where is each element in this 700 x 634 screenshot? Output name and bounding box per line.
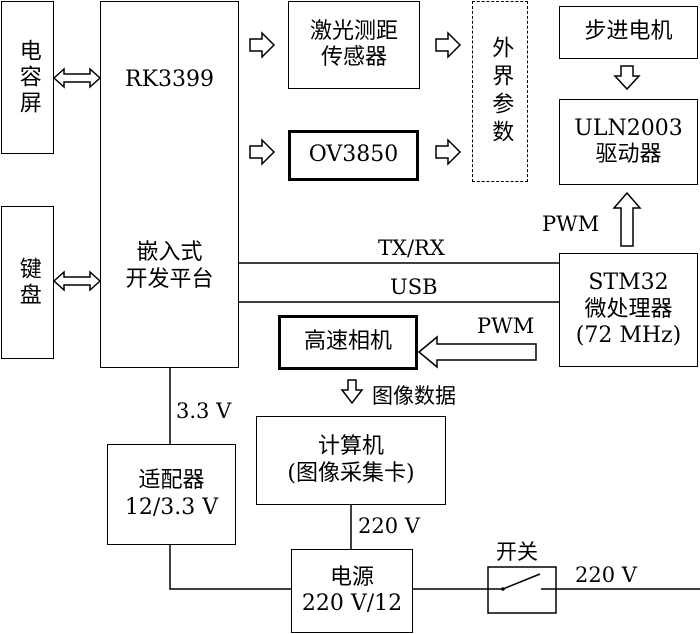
computer-line1: 计算机 — [317, 434, 384, 460]
touchscreen-label: 电容屏 — [15, 38, 41, 117]
voltage-3v3-label: 3.3 V — [176, 399, 232, 423]
switch-box — [487, 566, 557, 614]
computer-line2: (图像采集卡) — [287, 460, 415, 486]
laser-line2: 传感器 — [320, 45, 387, 70]
stm32-block: STM32 微处理器 (72 MHz) — [559, 253, 698, 367]
touchscreen-block: 电容屏 — [1, 1, 54, 154]
rk3399-block: RK3399 嵌入式 开发平台 — [100, 1, 239, 368]
power-supply-block: 电源 220 V/12 — [291, 549, 413, 633]
laser-to-external-arrow — [435, 31, 462, 59]
stepper-motor-block: 步进电机 — [559, 6, 698, 59]
driver-to-motor-arrow — [613, 65, 641, 91]
keyboard-rk3399-double-arrow — [52, 270, 102, 292]
laser-sensor-block: 激光测距 传感器 — [288, 1, 420, 89]
switch-blade — [502, 573, 541, 590]
rk3399-desc-line1: 嵌入式 — [136, 240, 203, 266]
high-speed-camera-label: 高速相机 — [303, 329, 392, 355]
power-line1: 电源 — [329, 564, 374, 590]
stm32-line1: STM32 — [588, 270, 669, 296]
switch-label: 开关 — [496, 540, 538, 564]
computer-block: 计算机 (图像采集卡) — [256, 416, 446, 505]
ov3850-block: OV3850 — [288, 130, 419, 181]
rk3399-to-laser-arrow — [249, 31, 276, 59]
stm32-to-driver-arrow — [612, 191, 642, 247]
stm32-line3: (72 MHz) — [575, 323, 682, 349]
usb-label: USB — [390, 275, 438, 299]
switch-pivot — [501, 587, 505, 591]
driver-line1: ULN2003 — [574, 115, 683, 141]
rk3399-desc-line2: 开发平台 — [125, 266, 214, 292]
txrx-label: TX/RX — [378, 236, 445, 260]
keyboard-block: 键盘 — [1, 206, 54, 359]
pwm-driver-label: PWM — [542, 212, 600, 236]
adapter-block: 适配器 12/3.3 V — [107, 444, 236, 545]
image-data-arrow — [340, 379, 364, 405]
voltage-220-mains-label: 220 V — [575, 563, 637, 587]
laser-line1: 激光测距 — [309, 18, 398, 44]
stm32-to-camera-arrow — [417, 335, 537, 369]
stm32-line2: 微处理器 — [584, 296, 673, 322]
external-params-block: 外界参数 — [472, 1, 528, 182]
power-line2: 220 V/12 — [301, 591, 403, 616]
ov3850-to-external-arrow — [435, 138, 462, 166]
high-speed-camera-block: 高速相机 — [278, 315, 418, 370]
adapter-line1: 适配器 — [138, 468, 205, 494]
adapter-line2: 12/3.3 V — [124, 494, 219, 520]
pwm-camera-label: PWM — [477, 314, 535, 338]
driver-line2: 驱动器 — [595, 142, 662, 167]
voltage-220-computer-label: 220 V — [358, 514, 420, 538]
touchscreen-rk3399-double-arrow — [52, 67, 102, 89]
adapter-power-line — [169, 545, 291, 590]
stepper-motor-label: 步进电机 — [584, 19, 673, 45]
driver-block: ULN2003 驱动器 — [559, 99, 698, 185]
rk3399-name: RK3399 — [125, 67, 214, 92]
ov3850-label: OV3850 — [308, 142, 399, 168]
rk3399-to-ov3850-arrow — [249, 138, 276, 166]
external-params-label: 外界参数 — [488, 35, 514, 148]
image-data-label: 图像数据 — [372, 384, 456, 408]
keyboard-label: 键盘 — [15, 256, 41, 309]
